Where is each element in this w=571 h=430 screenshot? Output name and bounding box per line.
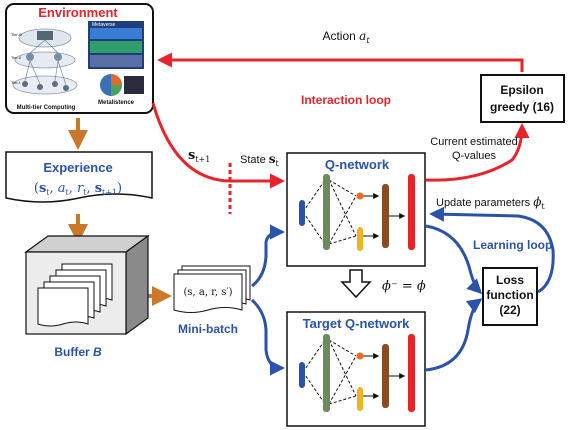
metalistence-caption: Metalistence bbox=[98, 100, 135, 106]
epsilon-line-2: greedy (16) bbox=[490, 100, 554, 114]
metaverse-illustration: Metaverse bbox=[88, 21, 144, 96]
target-q-network-box: Target Q-network bbox=[286, 311, 426, 427]
tier-2-label: Tier-II bbox=[11, 55, 21, 60]
q-network-layers bbox=[299, 174, 415, 251]
update-params-label: Update parameters ϕt bbox=[436, 195, 545, 211]
parameter-copy-arrow: ϕ⁻ = ϕ bbox=[340, 269, 426, 299]
experience-tuple: (st, at, rt, st+1) bbox=[34, 181, 122, 197]
experience-box: Experience (st, at, rt, st+1) bbox=[5, 151, 153, 203]
q-network-box: Q-network bbox=[286, 152, 426, 267]
minibatch-tuple: (s, a, r, s′) bbox=[183, 287, 232, 298]
metaverse-label: Metaverse bbox=[92, 22, 116, 28]
minibatch-label: Mini-batch bbox=[178, 322, 238, 336]
phi-copy-label: ϕ⁻ = ϕ bbox=[382, 279, 426, 294]
multi-tier-caption: Multi-tier Computing bbox=[17, 105, 76, 111]
current-q-label-line-1: Current estimated bbox=[430, 136, 517, 148]
action-label: Action at bbox=[322, 29, 370, 45]
tier-3-label: Tier-III bbox=[11, 32, 22, 37]
loss-line-3: (22) bbox=[499, 303, 520, 317]
interaction-loop-arrows bbox=[151, 52, 530, 189]
target-q-network-title: Target Q-network bbox=[303, 316, 410, 331]
environment-panel: Environment Tier-III Tier-II Tier-I Meta… bbox=[5, 3, 154, 114]
state-label: State st bbox=[240, 152, 280, 168]
loss-line-2: function bbox=[486, 288, 533, 302]
buffer-label: Buffer B bbox=[54, 345, 102, 359]
epsilon-line-1: Epsilon bbox=[500, 83, 543, 97]
learning-loop-arrows bbox=[250, 206, 555, 376]
loss-function-box: Loss function (22) bbox=[482, 267, 538, 326]
experience-title: Experience bbox=[43, 160, 112, 175]
s-next-label: st+1 bbox=[188, 148, 210, 164]
epsilon-greedy-box: Epsilon greedy (16) bbox=[480, 74, 565, 123]
tier-1-label: Tier-I bbox=[11, 80, 20, 85]
target-q-network-layers bbox=[299, 334, 415, 412]
interaction-loop-label: Interaction loop bbox=[301, 93, 391, 107]
minibatch-box: (s, a, r, s′) Mini-batch bbox=[173, 265, 251, 336]
buffer-box: Buffer B bbox=[24, 234, 150, 359]
current-q-label-line-2: Q-values bbox=[452, 150, 497, 162]
learning-loop-label: Learning loop bbox=[473, 238, 552, 252]
loss-line-1: Loss bbox=[496, 273, 524, 287]
multi-tier-illustration: Tier-III Tier-II Tier-I bbox=[11, 28, 78, 95]
q-network-title: Q-network bbox=[325, 157, 390, 172]
environment-title: Environment bbox=[38, 5, 118, 20]
